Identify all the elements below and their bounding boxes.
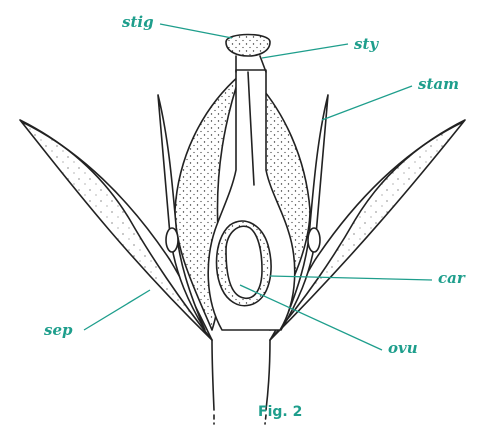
label-stig: stig (122, 13, 154, 31)
label-stam: stam (418, 75, 459, 93)
right-stamen (280, 94, 329, 331)
stem-left (211, 339, 215, 411)
stam-leader (321, 85, 413, 121)
style (247, 71, 255, 186)
car-leader (269, 275, 433, 281)
ovu-leader (239, 284, 383, 351)
sty-leader (261, 43, 349, 59)
sep-leader (83, 289, 151, 331)
label-sep: sep (44, 321, 73, 339)
label-car: car (438, 269, 465, 287)
left-sepal (19, 119, 213, 341)
stig-leader (159, 23, 233, 39)
right-sepal (269, 119, 466, 341)
ovule (225, 225, 263, 299)
label-ovu: ovu (388, 339, 418, 357)
stigma (225, 33, 271, 57)
figure-caption: Fig. 2 (258, 404, 303, 420)
left-stamen (157, 94, 206, 331)
stem-right (265, 339, 271, 411)
label-sty: sty (354, 35, 379, 53)
